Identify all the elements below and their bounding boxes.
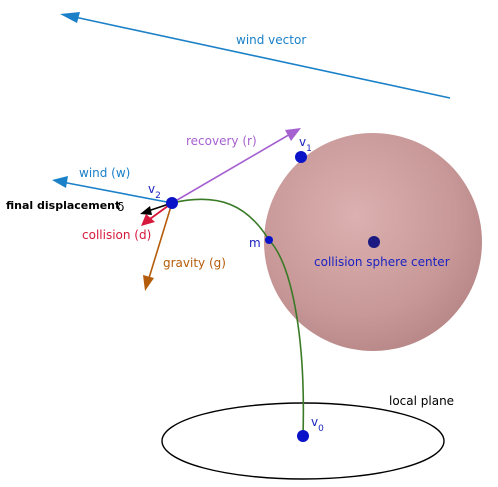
wind-vector-arrow <box>60 12 451 99</box>
sphere-center-point <box>368 236 380 248</box>
recovery-arrow <box>171 128 301 204</box>
local-plane-label: local plane <box>389 394 454 408</box>
point-v2 <box>166 197 178 209</box>
delta-label: δ <box>117 200 124 214</box>
v1-label: v1 <box>299 135 312 154</box>
v0-label-main: v <box>311 415 318 429</box>
v2-label: v2 <box>148 182 161 201</box>
v0-label-sub: 0 <box>318 424 324 434</box>
gravity-arrow <box>143 202 173 291</box>
v1-label-sub: 1 <box>306 144 312 154</box>
wind-label: wind (w) <box>79 166 130 180</box>
collision-label: collision (d) <box>82 228 151 242</box>
final-displacement-label: final displacement <box>6 199 120 212</box>
wind-arrow <box>52 176 173 204</box>
v1-label-main: v <box>299 135 306 149</box>
v2-label-main: v <box>148 182 155 196</box>
recovery-label: recovery (r) <box>186 134 257 148</box>
point-v0 <box>297 430 309 442</box>
gravity-label: gravity (g) <box>163 256 226 270</box>
wind-vector-label: wind vector <box>236 33 306 47</box>
blade-curve <box>171 198 305 437</box>
point-v1 <box>295 151 307 163</box>
v0-label: v0 <box>311 415 324 434</box>
point-m <box>265 236 273 244</box>
v2-label-sub: 2 <box>155 191 161 201</box>
m-label: m <box>249 236 261 250</box>
sphere-center-label: collision sphere center <box>314 255 450 269</box>
